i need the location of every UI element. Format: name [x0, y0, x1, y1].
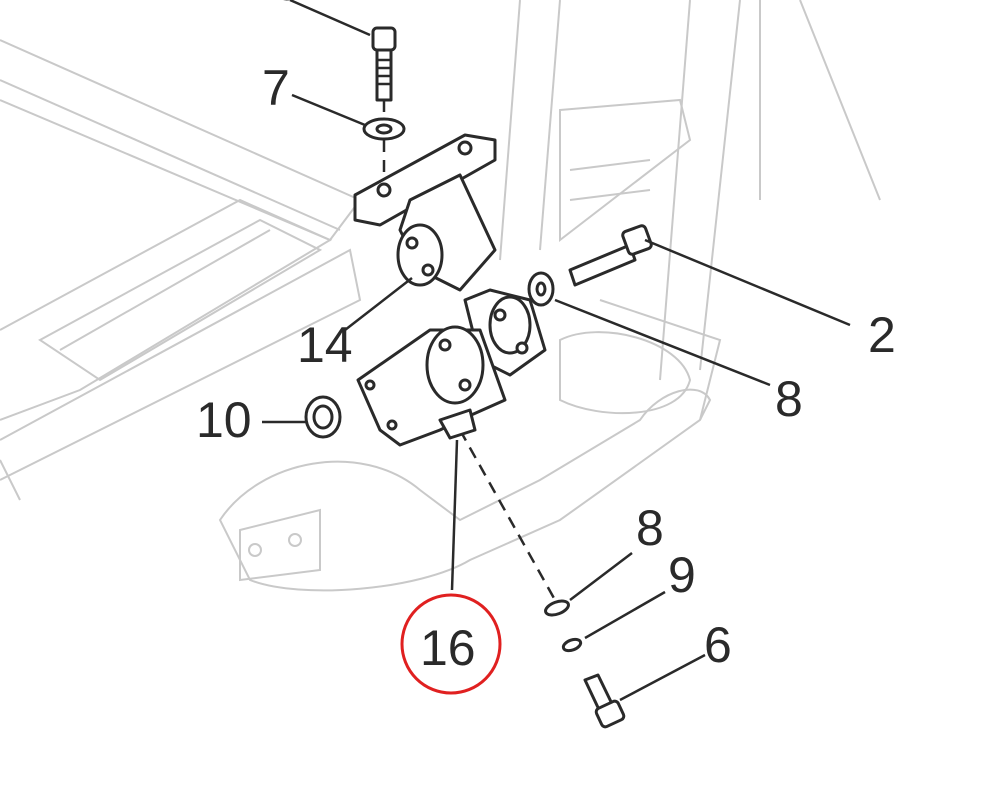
motorcycle-frame — [0, 0, 881, 592]
spring-washer-9 — [561, 637, 583, 653]
assembly-line-bottom — [458, 429, 557, 601]
washer-8-lower — [544, 599, 570, 617]
nut-10 — [304, 395, 342, 439]
callout-2: 2 — [868, 307, 896, 363]
callout-8-lower: 8 — [636, 500, 664, 556]
leader-lines — [262, 0, 851, 702]
callout-8-upper: 8 — [775, 371, 803, 427]
bolt-2 — [568, 224, 653, 287]
washer-hole — [535, 281, 547, 297]
callout-16: 16 — [420, 620, 476, 676]
callout-7: 7 — [262, 60, 290, 116]
callout-6-lower: 6 — [704, 617, 732, 673]
callout-14: 14 — [297, 317, 353, 373]
washer-hole — [375, 123, 393, 135]
callout-9: 9 — [668, 547, 696, 603]
bolt-6-lower — [583, 673, 626, 729]
upper-bracket — [353, 133, 497, 292]
bolt-top — [371, 26, 397, 102]
lower-mount — [356, 288, 547, 447]
callout-10: 10 — [196, 392, 252, 448]
callout-6-top: 6 — [272, 0, 300, 11]
highlight-circle — [400, 593, 502, 695]
